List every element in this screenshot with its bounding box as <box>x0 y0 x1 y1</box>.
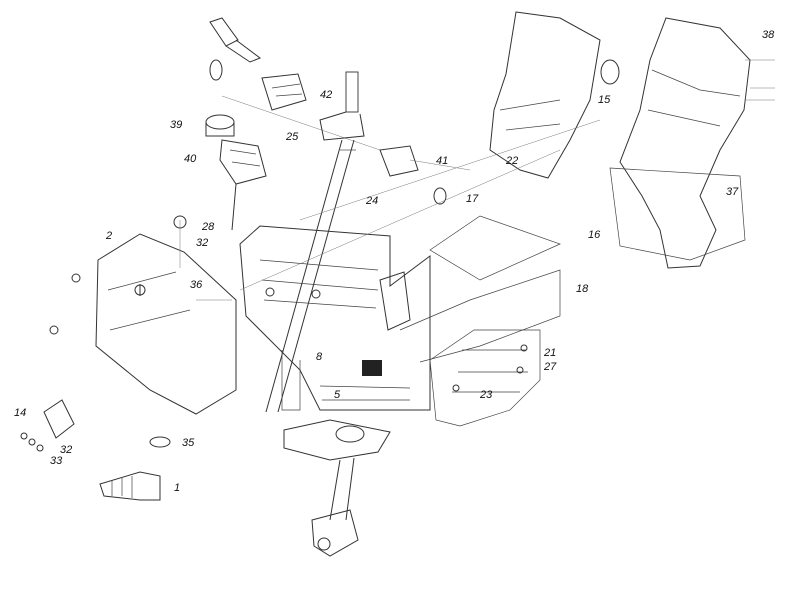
callout-32a: 32 <box>196 237 208 249</box>
callout-33: 33 <box>50 455 63 467</box>
switch-part-39 <box>205 114 235 137</box>
switch-part-40 <box>219 139 267 231</box>
callout-14: 14 <box>14 407 26 419</box>
side-cover-18 <box>399 269 561 427</box>
console-frame-8 <box>239 225 431 411</box>
callout-2: 2 <box>105 230 112 242</box>
callout-36: 36 <box>190 279 203 291</box>
callout-39: 39 <box>170 119 182 131</box>
callout-25: 25 <box>285 131 299 143</box>
callout-24: 24 <box>365 195 378 207</box>
callout-42: 42 <box>320 89 332 101</box>
column-base-plate <box>283 419 391 557</box>
steering-lever-assembly <box>209 17 381 151</box>
callout-15: 15 <box>598 94 611 106</box>
panel-16 <box>429 167 746 281</box>
callout-37: 37 <box>726 186 739 198</box>
callout-22: 22 <box>505 155 518 167</box>
callout-27: 27 <box>543 361 557 373</box>
callout-41: 41 <box>436 155 448 167</box>
callout-32b: 32 <box>60 444 72 456</box>
callout-18: 18 <box>576 283 589 295</box>
callout-40: 40 <box>184 153 197 165</box>
callout-28: 28 <box>201 221 215 233</box>
callout-1: 1 <box>174 482 180 494</box>
upper-shroud-22 <box>489 11 620 179</box>
fastener-set-14 <box>20 399 75 452</box>
callout-labels: 1 2 5 8 14 15 16 17 18 21 22 23 24 25 27… <box>14 29 775 494</box>
callout-21: 21 <box>543 347 556 359</box>
callout-16: 16 <box>588 229 601 241</box>
connector-1 <box>99 471 161 501</box>
side-panel-37 <box>619 17 775 269</box>
callout-23: 23 <box>479 389 493 401</box>
steering-column-shaft <box>265 71 365 413</box>
callout-8: 8 <box>316 351 323 363</box>
callout-35: 35 <box>182 437 195 449</box>
callout-38: 38 <box>762 29 775 41</box>
callout-17: 17 <box>466 193 479 205</box>
washer-35 <box>149 436 171 448</box>
leader-lines <box>179 119 601 301</box>
clamp-part-41 <box>379 145 471 205</box>
callout-5: 5 <box>334 389 341 401</box>
